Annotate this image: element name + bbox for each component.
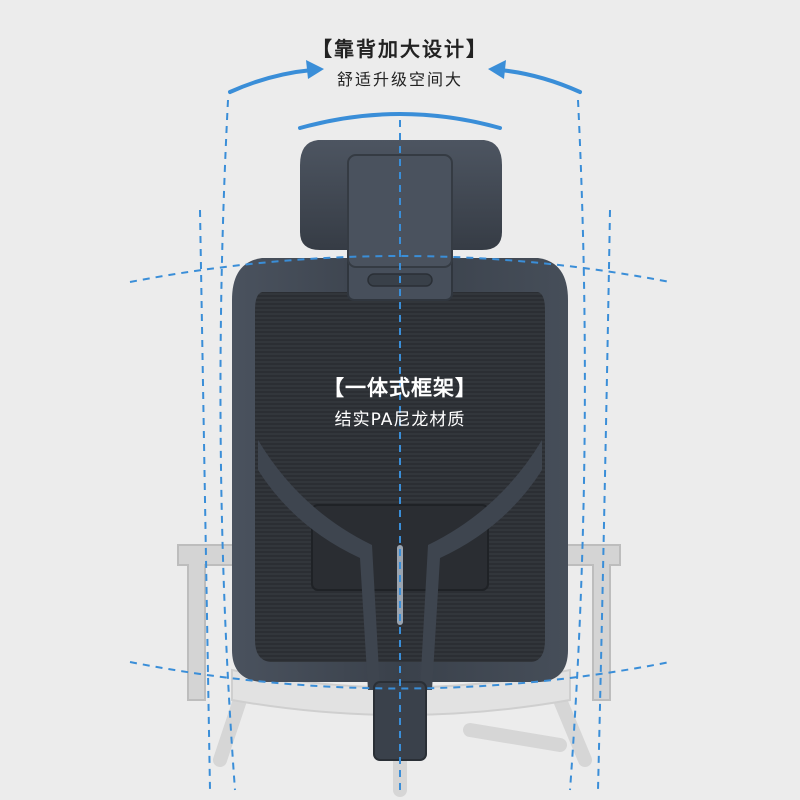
dimension-guides <box>129 99 671 791</box>
curved-arrow-left-icon <box>488 60 582 94</box>
frame-feature-subtitle: 结实PA尼龙材质 <box>334 410 466 430</box>
headrest-arc <box>298 112 502 130</box>
frame-feature-title: 【一体式框架】 <box>323 376 477 400</box>
backrest-feature-subtitle: 舒适升级空间大 <box>336 70 463 89</box>
curved-arrow-right-icon <box>228 60 324 94</box>
backrest-feature-title: 【靠背加大设计】 <box>312 37 488 61</box>
